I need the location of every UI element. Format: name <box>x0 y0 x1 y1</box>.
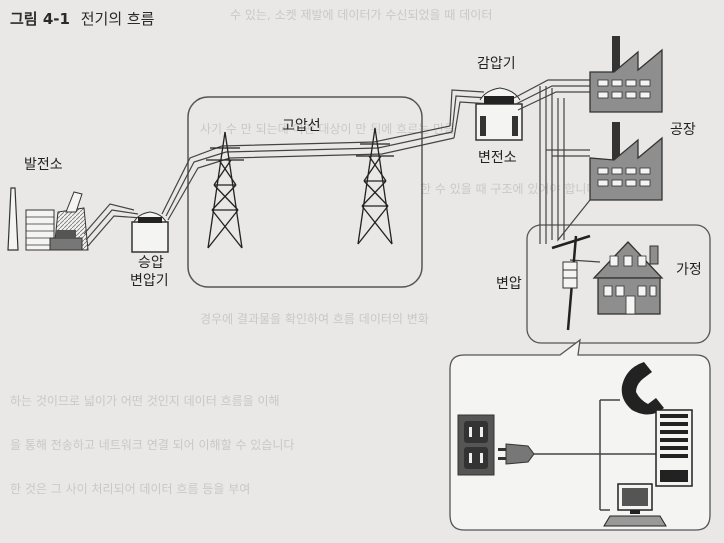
home-label: 가정 <box>676 262 702 278</box>
pole-transformer-icon <box>551 234 591 331</box>
high-voltage-label: 고압선 <box>282 118 321 134</box>
detail-callout <box>449 338 711 531</box>
substation-label: 변전소 <box>478 150 517 166</box>
background-text: 하는 것이므로 넓이가 어떤 것인지 데이터 흐름을 이해 <box>10 394 280 408</box>
telephone-icon <box>621 362 664 415</box>
background-text: 수 있는, 소켓 제발에 데이터가 수신되었을 때 데이터 <box>230 8 493 22</box>
background-text: 을 통해 전송하고 네트워크 연결 되어 이해할 수 있습니다 <box>10 438 295 452</box>
factory-icon <box>589 122 663 201</box>
figure-title: 전기의 흐름 <box>80 10 155 28</box>
step-up-label-line2: 변압기 <box>130 273 169 289</box>
transmission-tower-icon <box>206 131 244 249</box>
plug-icon <box>498 443 600 465</box>
step-up-transformer-icon <box>131 211 169 253</box>
high-voltage-line <box>161 89 493 221</box>
house-icon <box>592 241 664 315</box>
computer-icon <box>603 483 667 527</box>
wiring <box>599 399 660 511</box>
figure-caption: 그림 4-1 전기의 흐름 <box>10 8 155 29</box>
background-text: 경우에 결과물을 확인하여 흐름 데이터의 변화 <box>200 312 429 326</box>
power-line <box>83 203 143 247</box>
factory-icon <box>589 36 663 113</box>
power-plant-icon <box>7 187 89 251</box>
factory-label: 공장 <box>670 122 696 138</box>
distribution-line <box>513 79 601 263</box>
outlet-icon <box>457 414 495 476</box>
power-plant-label: 발전소 <box>24 157 63 173</box>
background-text: 한 것은 그 사이 처리되어 데이터 흐름 등을 부여 <box>10 482 251 496</box>
transmission-tower-icon <box>356 127 394 245</box>
background-text: 사기 수 만 되는데 어떤 대상이 만 뒤에 흐르는 만큼 <box>200 122 456 136</box>
figure-number: 그림 4-1 <box>10 10 70 28</box>
step-down-label: 감압기 <box>477 56 516 72</box>
step-down-transformer-icon <box>475 87 523 141</box>
step-up-label-line1: 승압 <box>138 255 164 271</box>
server-icon <box>655 409 693 487</box>
home-region <box>526 224 711 344</box>
transformer-label: 변압 <box>496 276 522 292</box>
high-voltage-region <box>187 96 423 288</box>
background-text: 한 수 있을 때 구조에 있어야 합니다 <box>420 182 598 196</box>
